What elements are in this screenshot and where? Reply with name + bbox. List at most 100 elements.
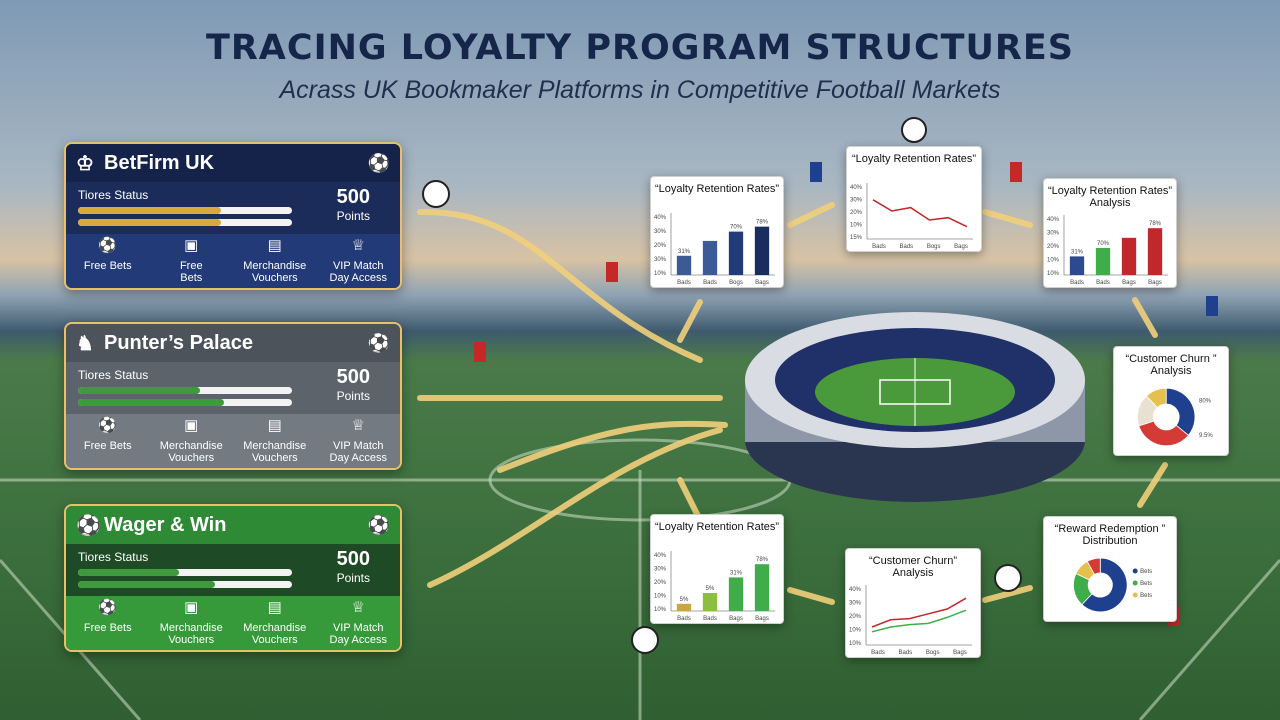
bar-chart: 40%30%20%10%10%5%Bads5%Bads31%Bags78%Bag… — [654, 551, 775, 622]
data-label: 5% — [706, 586, 715, 592]
x-tick-label: Bads — [1096, 280, 1110, 286]
tier-status: Tiores Status 500 Points — [66, 362, 400, 414]
football-icon: ⚽ — [367, 514, 390, 535]
y-tick-label: 10% — [654, 594, 667, 600]
x-tick-label: Bads — [899, 244, 913, 250]
data-label: 9.5% — [1199, 433, 1213, 439]
data-label: 78% — [756, 220, 769, 226]
points-value: 500 — [336, 366, 370, 388]
series-line — [871, 597, 967, 628]
x-tick-label: Bads — [703, 616, 717, 622]
points-label: Points — [336, 571, 370, 585]
voucher-icon: ▤ — [267, 599, 282, 616]
progress-fill — [78, 399, 224, 406]
perk-item[interactable]: ⚽Free Bets — [66, 417, 150, 468]
x-tick-label: Bads — [871, 650, 885, 656]
card-header: ♞ Punter’s Palace ⚽ — [66, 324, 400, 362]
perk-item[interactable]: ⚽Free Bets — [66, 238, 150, 288]
legend-label: Bets — [1140, 581, 1152, 587]
bar — [1147, 228, 1163, 275]
football-icon: ⚽ — [98, 417, 118, 434]
voucher-icon: ▤ — [267, 237, 282, 254]
bar — [676, 603, 692, 611]
voucher-icon: ▤ — [267, 417, 282, 434]
data-label: 5% — [680, 597, 689, 603]
x-tick-label: Bogs — [729, 280, 743, 286]
pie-chart: 80% 9.5% — [1137, 387, 1213, 447]
y-tick-label: 20% — [1047, 244, 1060, 250]
football-icon: ⚽ — [98, 599, 118, 616]
progress-bar — [78, 387, 292, 394]
x-tick-label: Bogs — [926, 650, 940, 656]
y-tick-label: 30% — [654, 229, 667, 235]
x-tick-label: Bads — [1070, 280, 1084, 286]
perk-item[interactable]: ⚽Free Bets — [66, 599, 150, 650]
pie-slice — [1165, 387, 1196, 436]
x-tick-label: Bags — [953, 650, 967, 656]
x-tick-label: Bads — [677, 280, 691, 286]
y-tick-label: 10% — [850, 223, 863, 229]
perk-label: Free Bets — [83, 260, 132, 272]
bar — [1069, 256, 1085, 275]
flow-arrows — [417, 202, 1168, 605]
bar — [728, 231, 744, 275]
bar — [754, 564, 770, 611]
points-box: 500 Points — [337, 186, 370, 223]
y-tick-label: 10% — [1047, 271, 1060, 277]
x-tick-label: Bags — [729, 616, 743, 622]
y-tick-label: 10% — [654, 271, 667, 277]
data-label: 80% — [1199, 399, 1212, 405]
bar — [676, 255, 692, 275]
card-title: Wager & Win — [104, 513, 227, 536]
panel-title: “Loyalty Retention Rates” — [654, 183, 780, 195]
y-tick-label: 10% — [654, 607, 667, 613]
gift-card-icon: ▣ — [184, 417, 199, 434]
card-title: Punter’s Palace — [104, 331, 253, 354]
y-tick-label: 15% — [850, 235, 863, 241]
panel-loyalty-retention-analysis: “Loyalty Retention Rates”Analysis 40%30%… — [1043, 178, 1177, 288]
card-punters-palace: ♞ Punter’s Palace ⚽ Tiores Status 500 Po… — [64, 322, 402, 470]
y-tick-label: 20% — [849, 614, 862, 620]
x-tick-label: Bags — [1148, 280, 1162, 286]
panel-title: “Reward Redemption ”Distribution — [1054, 523, 1166, 547]
x-tick-label: Bags — [1122, 280, 1136, 286]
x-tick-label: Bags — [755, 280, 769, 286]
bar — [702, 240, 718, 275]
footballs — [422, 117, 1022, 654]
data-label: 70% — [1097, 241, 1110, 247]
progress-bar — [78, 219, 292, 226]
data-label: 70% — [730, 225, 743, 231]
football-icon: ⚽ — [367, 152, 390, 173]
data-label: 78% — [756, 557, 769, 563]
progress-fill — [78, 569, 179, 576]
data-label: 31% — [678, 249, 691, 255]
panel-title: “Loyalty Retention Rates” — [654, 521, 780, 533]
y-tick-label: 40% — [849, 587, 862, 593]
y-tick-label: 40% — [654, 215, 667, 221]
y-tick-label: 30% — [654, 257, 667, 263]
x-tick-label: Bads — [872, 244, 886, 250]
progress-bar — [78, 207, 292, 214]
card-betfirm-uk: ♔ BetFirm UK ⚽ Tiores Status 500 Points … — [64, 142, 402, 290]
bar — [728, 577, 744, 611]
y-tick-label: 40% — [654, 553, 667, 559]
legend-label: Bets — [1140, 569, 1152, 575]
y-tick-label: 30% — [849, 601, 862, 607]
